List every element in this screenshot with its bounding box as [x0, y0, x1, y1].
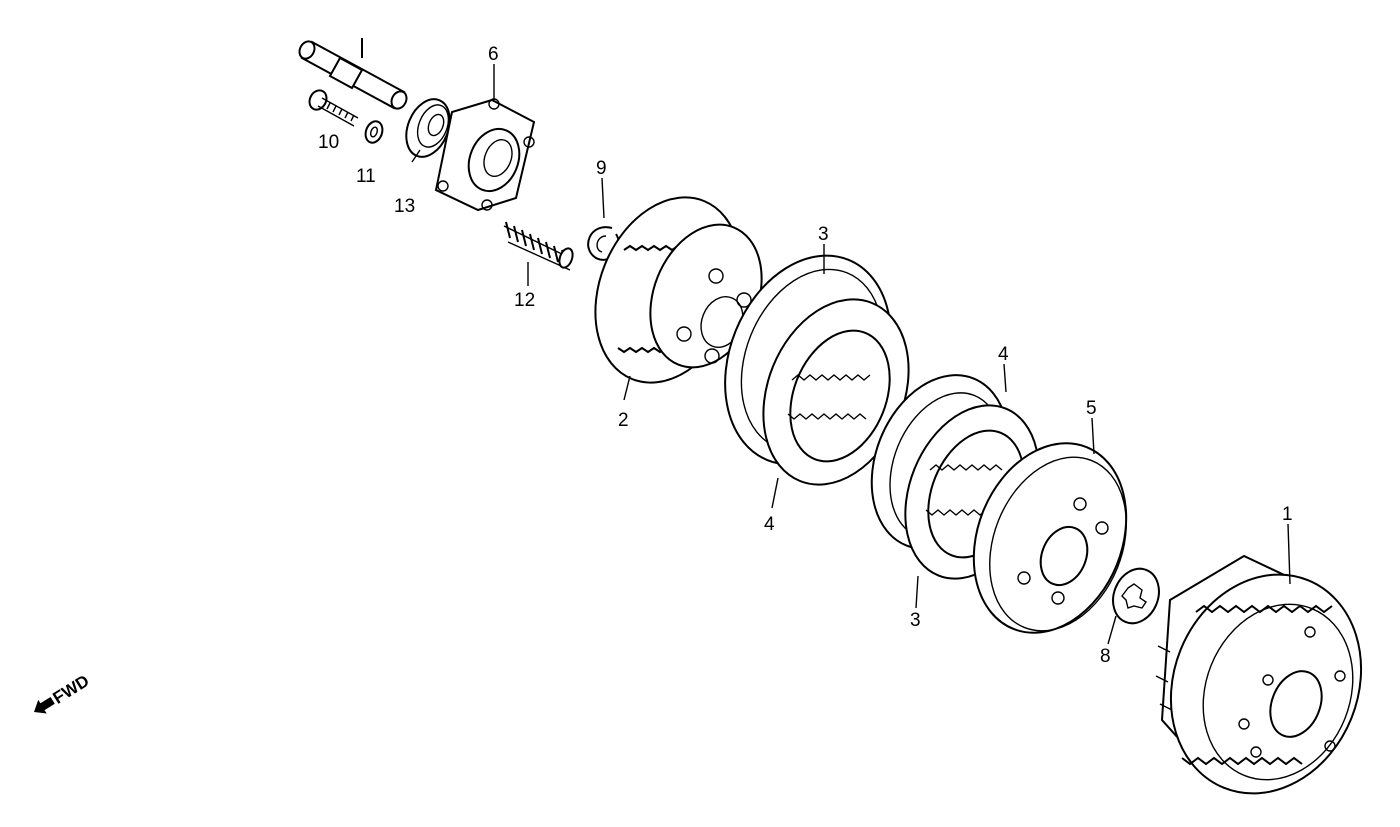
callout-9: 9 — [596, 158, 607, 179]
callout-6: 6 — [488, 44, 499, 65]
callout-11: 11 — [356, 166, 376, 187]
callout-8: 8 — [1100, 646, 1111, 667]
callout-10: 10 — [318, 132, 339, 153]
pressure-plate — [594, 196, 763, 384]
lock-washer — [1112, 567, 1160, 625]
bolt — [308, 89, 359, 127]
leader-lines — [411, 64, 1291, 645]
callout-4-lower-left: 4 — [764, 514, 775, 535]
callout-3-upper: 3 — [818, 224, 829, 245]
fwd-indicator: FWD — [34, 671, 93, 714]
callout-13: 13 — [394, 196, 415, 217]
fwd-arrow-icon — [34, 696, 55, 714]
clutch-center — [972, 442, 1128, 634]
callout-2: 2 — [618, 410, 629, 431]
washer — [364, 120, 384, 144]
clutch-spring — [503, 221, 574, 271]
callout-5: 5 — [1086, 398, 1097, 419]
callout-1: 1 — [1282, 504, 1293, 525]
fwd-label: FWD — [50, 671, 93, 708]
callout-4-upper-right: 4 — [998, 344, 1009, 365]
lifter-plate — [434, 98, 536, 212]
callout-12: 12 — [514, 290, 535, 311]
callout-3-lower: 3 — [910, 610, 921, 631]
pushrod — [298, 38, 408, 110]
clutch-outer — [1155, 554, 1363, 795]
